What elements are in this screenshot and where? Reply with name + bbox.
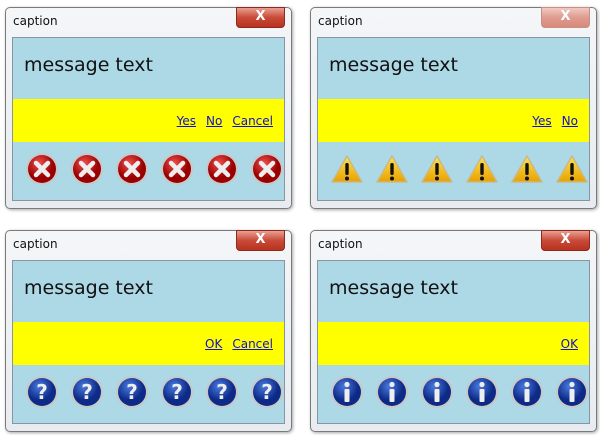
- error-icon: [161, 153, 193, 185]
- question-icon: ?: [116, 376, 148, 408]
- close-icon: X: [560, 232, 571, 247]
- dialog-button-yes[interactable]: Yes: [176, 114, 197, 128]
- dialog-button-no[interactable]: No: [206, 114, 223, 128]
- warning-icon: [331, 155, 363, 183]
- svg-text:?: ?: [126, 380, 138, 404]
- information-icon: [331, 376, 363, 408]
- icon-row: [318, 152, 589, 192]
- close-icon: X: [255, 9, 266, 24]
- dialog-button-ok[interactable]: OK: [205, 337, 223, 351]
- dialog-button-cancel[interactable]: Cancel: [232, 114, 273, 128]
- warning-icon: [466, 155, 498, 183]
- dialog-caption: caption: [318, 237, 363, 251]
- close-button[interactable]: X: [541, 7, 590, 28]
- message-dialog: caption X message text OK Cancel ??????: [5, 230, 292, 432]
- dialog-client-area: message text OK: [317, 260, 590, 424]
- question-icon: ?: [71, 376, 103, 408]
- icon-row: ??????: [13, 375, 284, 415]
- dialog-client-area: message text Yes No: [317, 37, 590, 201]
- svg-text:?: ?: [216, 380, 228, 404]
- information-icon: [511, 376, 543, 408]
- error-icon: [26, 153, 58, 185]
- warning-icon: [511, 155, 543, 183]
- dialog-caption: caption: [13, 237, 58, 251]
- button-bar: OK: [318, 322, 589, 365]
- button-group: OK Cancel: [205, 337, 273, 351]
- question-icon: ?: [206, 376, 238, 408]
- dialog-button-yes[interactable]: Yes: [532, 114, 552, 128]
- svg-text:?: ?: [81, 380, 93, 404]
- question-icon: ?: [161, 376, 193, 408]
- error-icon: [116, 153, 148, 185]
- button-bar: OK Cancel: [13, 322, 284, 365]
- question-icon: ?: [26, 376, 58, 408]
- warning-icon: [556, 155, 588, 183]
- information-icon: [466, 376, 498, 408]
- dialog-button-no[interactable]: No: [561, 114, 578, 128]
- warning-icon: [376, 155, 408, 183]
- close-button[interactable]: X: [236, 7, 285, 28]
- error-icon: [206, 153, 238, 185]
- error-icon: [251, 153, 283, 185]
- message-text: message text: [329, 277, 458, 299]
- message-dialog: caption X message text Yes No Cancel: [5, 7, 292, 209]
- message-text: message text: [24, 277, 153, 299]
- dialog-button-cancel[interactable]: Cancel: [232, 337, 273, 351]
- svg-text:?: ?: [261, 380, 273, 404]
- close-button[interactable]: X: [541, 230, 590, 251]
- dialog-caption: caption: [318, 14, 363, 28]
- information-icon: [376, 376, 408, 408]
- information-icon: [421, 376, 453, 408]
- icon-row: [318, 375, 589, 415]
- close-button[interactable]: X: [236, 230, 285, 251]
- message-text: message text: [329, 54, 458, 76]
- question-icon: ?: [251, 376, 283, 408]
- button-group: OK: [561, 337, 578, 351]
- svg-text:?: ?: [171, 380, 183, 404]
- button-group: Yes No Cancel: [177, 114, 273, 128]
- icon-row: [13, 152, 284, 192]
- dialog-caption: caption: [13, 14, 58, 28]
- close-icon: X: [255, 232, 266, 247]
- button-bar: Yes No Cancel: [13, 99, 284, 142]
- information-icon: [556, 376, 588, 408]
- warning-icon: [421, 155, 453, 183]
- message-dialog: caption X message text Yes No: [310, 7, 597, 209]
- svg-text:?: ?: [36, 380, 48, 404]
- message-text: message text: [24, 54, 153, 76]
- error-icon: [71, 153, 103, 185]
- dialog-client-area: message text Yes No Cancel: [12, 37, 285, 201]
- dialog-client-area: message text OK Cancel ??????: [12, 260, 285, 424]
- close-icon: X: [560, 9, 571, 24]
- message-dialog: caption X message text OK: [310, 230, 597, 432]
- button-group: Yes No: [532, 114, 578, 128]
- dialog-button-ok[interactable]: OK: [560, 337, 578, 351]
- button-bar: Yes No: [318, 99, 589, 142]
